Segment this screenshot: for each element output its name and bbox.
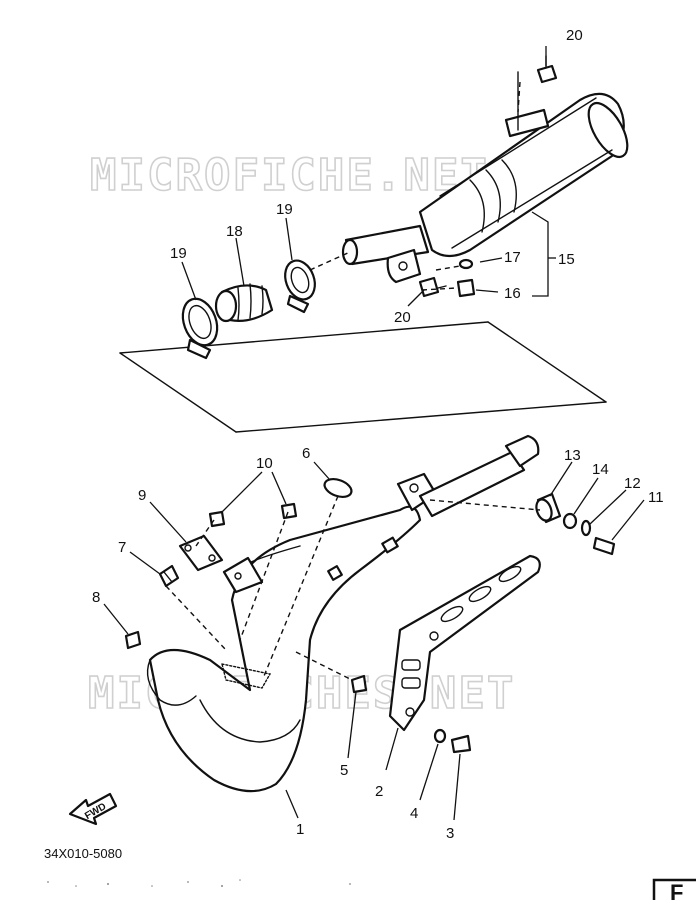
callout-16: 16 bbox=[504, 285, 521, 302]
nut-8 bbox=[124, 630, 142, 650]
bolt-3 bbox=[450, 734, 472, 754]
corner-mark: F bbox=[652, 878, 696, 900]
callout-14: 14 bbox=[592, 461, 609, 478]
callout-7: 7 bbox=[118, 539, 126, 556]
callout-13: 13 bbox=[564, 447, 581, 464]
scan-noise bbox=[47, 879, 351, 887]
bolt-16 bbox=[456, 278, 476, 298]
bolt-10-left bbox=[208, 510, 226, 528]
callout-18: 18 bbox=[226, 223, 243, 240]
callout-17: 17 bbox=[504, 249, 521, 266]
upper-assembly-plane bbox=[119, 321, 607, 433]
callout-20-lower: 20 bbox=[394, 309, 411, 326]
callout-3: 3 bbox=[446, 825, 454, 842]
callout-20-top: 20 bbox=[566, 27, 583, 44]
clamp-19-right bbox=[284, 259, 316, 314]
clamp-19-left bbox=[181, 297, 219, 360]
joint-18 bbox=[214, 283, 274, 323]
callout-4: 4 bbox=[410, 805, 418, 822]
callout-19-left: 19 bbox=[170, 245, 187, 262]
protector bbox=[388, 554, 541, 732]
damper-13 bbox=[535, 492, 562, 524]
bolt-10-right bbox=[280, 502, 298, 520]
callout-15: 15 bbox=[558, 251, 575, 268]
watermark-top: MICROFICHE.NET bbox=[90, 150, 489, 201]
bracket-9 bbox=[178, 534, 224, 572]
callout-2: 2 bbox=[375, 783, 383, 800]
callout-10: 10 bbox=[256, 455, 273, 472]
o-ring-6 bbox=[323, 477, 353, 499]
nut-5 bbox=[350, 674, 368, 694]
svg-text:F: F bbox=[670, 880, 683, 900]
bolt-11 bbox=[592, 536, 616, 556]
washer-4 bbox=[433, 728, 447, 744]
silencer bbox=[341, 71, 629, 284]
washer-12 bbox=[580, 519, 592, 537]
washer-17 bbox=[458, 258, 474, 270]
callout-5: 5 bbox=[340, 762, 348, 779]
callout-8: 8 bbox=[92, 589, 100, 606]
callout-9: 9 bbox=[138, 487, 146, 504]
collar-14 bbox=[562, 512, 578, 530]
callouts: 1 2 3 4 5 6 7 8 9 10 11 12 13 14 15 16 1… bbox=[92, 27, 664, 842]
spring-7 bbox=[158, 564, 180, 588]
bolt-20-top bbox=[536, 55, 558, 84]
exhaust-pipe bbox=[146, 434, 540, 793]
assembly-lines bbox=[165, 81, 541, 681]
callout-19-right: 19 bbox=[276, 201, 293, 218]
bolt-20-lower bbox=[418, 276, 447, 298]
callout-12: 12 bbox=[624, 475, 641, 492]
drawing-code: 34X010-5080 bbox=[44, 846, 122, 861]
callout-1: 1 bbox=[296, 821, 304, 838]
leader-lines bbox=[103, 46, 645, 821]
callout-11: 11 bbox=[648, 489, 664, 506]
fwd-arrow-icon: FWD bbox=[68, 792, 118, 826]
callout-6: 6 bbox=[302, 445, 310, 462]
